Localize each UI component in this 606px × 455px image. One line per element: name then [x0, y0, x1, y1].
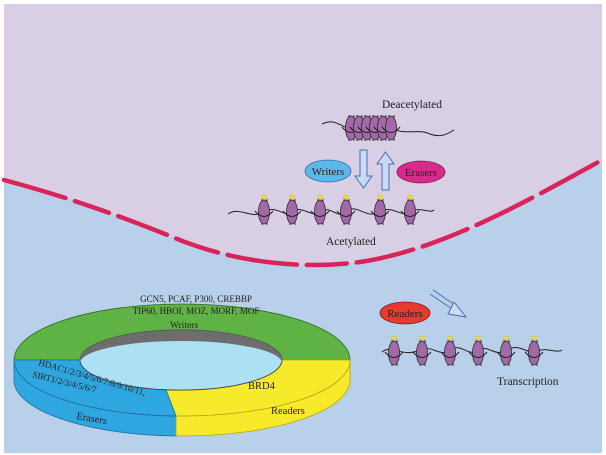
readers-oval: [379, 301, 431, 325]
ring-writers-list-line1: GCN5, PCAF, P300, CREBBP: [140, 294, 252, 304]
transcription-label: Transcription: [497, 376, 559, 388]
deacetylated-label: Deacetylated: [382, 99, 442, 111]
readers-arrow: [429, 289, 468, 318]
ring-readers-label: Readers: [271, 406, 305, 417]
erasers-oval-label: Erasers: [405, 167, 437, 179]
ring-erasers-label: Erasers: [75, 411, 107, 427]
readers-oval-label: Readers: [387, 308, 422, 320]
ring-readers-item: BRD4: [248, 381, 276, 392]
writers-oval: [304, 159, 352, 183]
erasers-arrow-up: [376, 151, 395, 191]
deacetylated-chromatin: [321, 114, 455, 142]
writers-oval-label: Writers: [312, 166, 345, 178]
acetylated-label: Acetylated: [326, 236, 376, 248]
transcription-chromatin: [381, 335, 563, 367]
nucleus: [4, 4, 602, 265]
nuclear-envelope: [1, 157, 605, 268]
writers-arrow-down: [354, 149, 373, 189]
erasers-oval: [396, 160, 446, 184]
acetylated-chromatin: [227, 194, 435, 226]
ring-writers-list-line2: TIP60, HBOI, MOZ, MORF, MOF: [133, 306, 260, 316]
ring-hole-inner-wall: [80, 330, 282, 363]
ring-writers-label: Writers: [170, 321, 198, 331]
